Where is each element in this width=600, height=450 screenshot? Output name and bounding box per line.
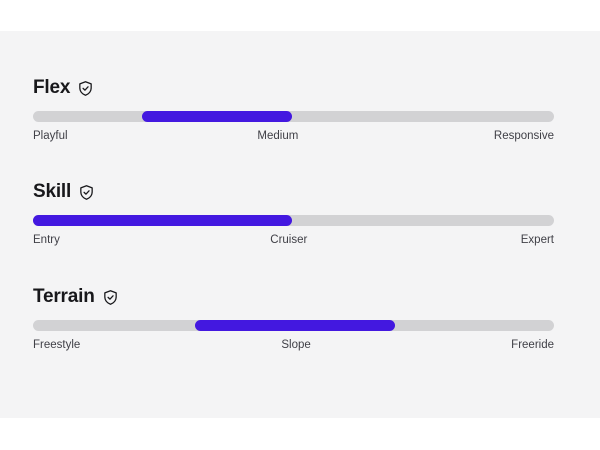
slider-group-flex: Flex Playful Medium Responsive [33,76,554,144]
slider-min-label-skill: Entry [33,234,60,246]
slider-scale-flex: Playful Medium Responsive [33,128,554,144]
slider-min-label-flex: Playful [33,130,68,142]
shield-check-icon [78,184,95,201]
slider-group-skill: Skill Entry Cruiser Expert [33,180,554,248]
slider-group-terrain: Terrain Freestyle Slope Freeride [33,285,554,353]
slider-fill-terrain[interactable] [195,320,396,331]
slider-fill-flex[interactable] [142,111,292,122]
slider-mid-label-terrain: Slope [281,339,311,351]
slider-track-terrain[interactable] [33,320,554,331]
slider-max-label-skill: Expert [520,234,554,246]
settings-panel: Flex Playful Medium Responsive Skill [0,31,600,418]
slider-mid-label-skill: Cruiser [270,234,308,246]
slider-min-label-terrain: Freestyle [33,339,81,351]
slider-mid-label-flex: Medium [257,130,299,142]
slider-fill-skill[interactable] [33,215,292,226]
slider-heading-skill: Skill [33,180,554,204]
slider-title-flex: Flex [33,77,71,98]
slider-heading-terrain: Terrain [33,285,554,309]
slider-track-skill[interactable] [33,215,554,226]
slider-heading-flex: Flex [33,76,554,100]
slider-title-skill: Skill [33,181,72,202]
slider-max-label-flex: Responsive [493,130,554,142]
slider-scale-skill: Entry Cruiser Expert [33,232,554,248]
slider-track-flex[interactable] [33,111,554,122]
shield-check-icon [77,80,94,97]
slider-title-terrain: Terrain [33,286,95,307]
shield-check-icon [102,289,119,306]
slider-scale-terrain: Freestyle Slope Freeride [33,337,554,353]
slider-max-label-terrain: Freeride [511,339,554,351]
